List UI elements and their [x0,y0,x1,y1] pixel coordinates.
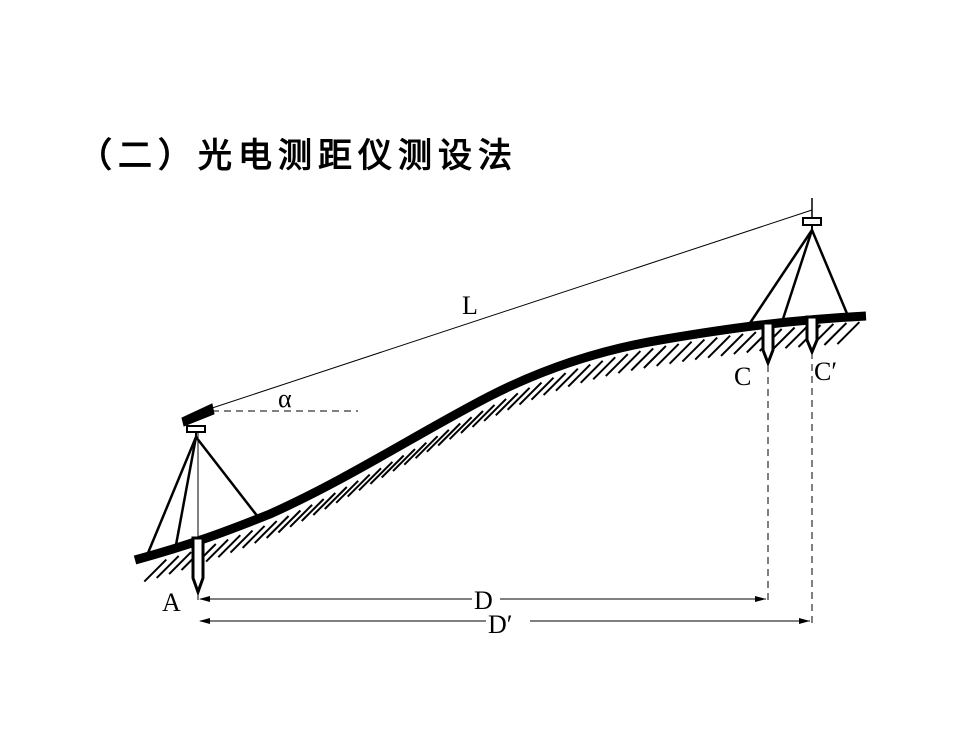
hatch-mark [312,492,337,516]
label-horizontal-distance: D [474,586,493,615]
hatch-mark [579,360,604,384]
hatch-mark [300,498,325,522]
label-point-c-prime: C′ [814,357,837,386]
hatch-mark [335,480,359,504]
page-title: （二）光电测距仪测设法 [78,136,518,176]
stake-c-prime [805,315,819,356]
hatch-mark [346,473,371,498]
hatch-mark [471,404,496,428]
hatch-mark [168,551,192,575]
hatch-mark [324,486,348,510]
hatch-mark [217,534,242,558]
reflector-tripod [746,198,850,327]
hatch-mark [265,515,290,539]
hatch-mark [358,467,382,492]
hatch-mark [277,509,302,534]
label-vertical-angle: α [278,384,292,413]
hatch-mark [707,334,731,359]
hatch-mark [555,367,579,392]
hatch-mark [403,441,428,466]
hatch-mark [630,347,654,372]
hatch-mark [681,338,706,363]
hatch-mark [518,381,543,406]
hatch-mark [694,336,718,361]
hatch-mark [155,555,180,579]
label-point-a: A [162,588,181,617]
hatch-mark [253,520,278,544]
hatch-mark [771,326,796,351]
hatch-mark [143,558,168,583]
hatch-mark [542,372,567,396]
label-slope-distance: L [462,291,478,320]
hatch-mark [426,429,450,453]
stake-c [761,321,775,368]
hatch-mark [437,422,461,447]
hatch-mark [530,376,555,401]
hatch-mark [392,448,416,472]
hatch-mark [414,435,439,459]
ground-profile [133,311,867,565]
stake-a [191,536,205,597]
hatch-mark [460,410,484,434]
hatch-mark [289,504,313,528]
hatch-mark [733,331,757,355]
slope-distance-line [199,209,813,413]
hatch-mark [506,387,531,411]
hatch-mark [605,353,629,377]
hatch-mark [836,321,861,345]
hatch-mark [380,454,405,479]
hatch-mark [567,363,591,388]
hatch-mark [592,356,616,381]
hatch-mark [205,538,229,563]
rangefinder-instrument [146,403,259,600]
hatch-mark [369,461,394,485]
hatch-mark [823,322,848,346]
hatch-mark [720,333,744,357]
ground-hatching [143,321,861,583]
hatch-mark [617,350,642,374]
hatch-mark [668,340,693,365]
hatch-mark [483,398,507,422]
hatch-mark [655,343,680,367]
hatch-mark [229,529,254,554]
label-point-c: C [734,362,751,391]
hatch-mark [241,525,266,549]
hatch-mark [643,345,667,369]
hatch-mark [448,416,473,440]
label-horizontal-distance-prime: D′ [488,610,512,639]
hatch-mark [495,392,519,417]
hatch-mark [784,325,809,349]
